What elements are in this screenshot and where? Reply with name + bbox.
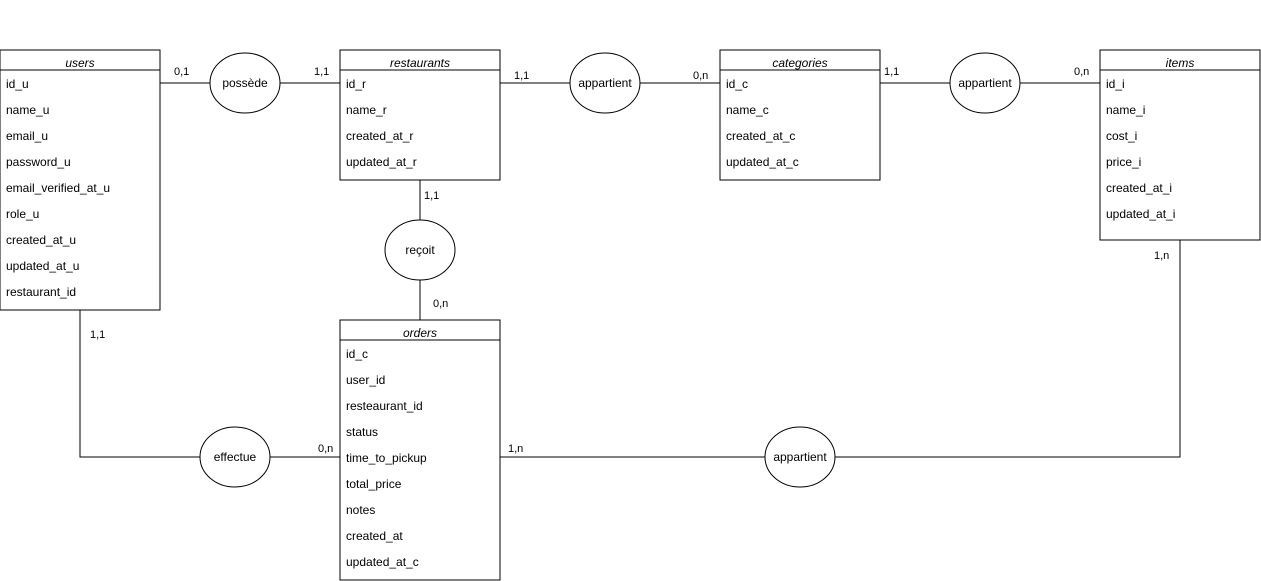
relationship-ellipse [949, 52, 1021, 114]
entity-attribute: email_u [6, 129, 48, 143]
entity-attribute: updated_at_c [346, 555, 419, 569]
entity-attribute: total_price [346, 477, 402, 491]
entity-attribute: updated_at_i [1106, 207, 1175, 221]
relationship-appartient-restaurants-categories: appartient [569, 52, 641, 114]
relationship-label: appartient [773, 450, 827, 464]
entity-attribute: price_i [1106, 155, 1141, 169]
entity-title: items [1166, 56, 1195, 70]
relationship-recoit: reçoit [384, 219, 456, 281]
entity-title: users [65, 56, 94, 70]
entity-attribute: name_i [1106, 103, 1145, 117]
relationship-appartient-categories-items: appartient [949, 52, 1021, 114]
card-restaurants-possede: 1,1 [314, 66, 329, 78]
entity-title: categories [772, 56, 827, 70]
card-orders-recoit: 0,n [433, 298, 448, 310]
entity-attribute: updated_at_r [346, 155, 417, 169]
entity-categories: categories id_c name_c created_at_c upda… [719, 49, 881, 181]
card-restaurants-recoit: 1,1 [424, 190, 439, 202]
card-orders-appartient: 1,n [508, 443, 523, 455]
entity-attribute: role_u [6, 207, 39, 221]
entity-attribute: id_r [346, 77, 366, 91]
entity-title: restaurants [390, 56, 450, 70]
entity-attribute: id_u [6, 77, 29, 91]
entity-attribute: time_to_pickup [346, 451, 427, 465]
relationship-label: effectue [214, 450, 257, 464]
entity-attribute: created_at_c [726, 129, 795, 143]
relationship-ellipse [569, 52, 641, 114]
entity-title: orders [403, 326, 437, 340]
relationship-appartient-orders-items: appartient [764, 426, 836, 488]
cardinalities: 0,1 1,1 1,1 0,n 1,1 0,n 1,1 0,n 1,1 0,n … [90, 66, 1169, 455]
entity-box [339, 319, 501, 581]
entity-box [339, 49, 501, 181]
entity-attribute: name_u [6, 103, 49, 117]
card-users-effectue: 1,1 [90, 329, 105, 341]
entity-attribute: email_verified_at_u [6, 181, 110, 195]
entity-attribute: created_at_r [346, 129, 413, 143]
relationship-label: reçoit [405, 243, 435, 257]
entity-attribute: created_at [346, 529, 403, 543]
relationship-ellipse [764, 426, 836, 488]
entity-attribute: created_at_i [1106, 181, 1172, 195]
card-categories-appartient-left: 0,n [693, 70, 708, 82]
relationship-label: appartient [578, 76, 632, 90]
entity-attribute: id_i [1106, 77, 1125, 91]
relationship-ellipse [199, 426, 271, 488]
entity-attribute: status [346, 425, 378, 439]
entity-attribute: cost_i [1106, 129, 1137, 143]
relationship-ellipse [209, 52, 281, 114]
entity-attribute: user_id [346, 373, 385, 387]
entity-attribute: id_c [726, 77, 748, 91]
entity-attribute: id_c [346, 347, 368, 361]
card-categories-appartient-right: 1,1 [884, 66, 899, 78]
entity-attribute: name_r [346, 103, 387, 117]
entity-orders: orders id_c user_id resteaurant_id statu… [339, 319, 501, 581]
card-restaurants-appartient: 1,1 [514, 70, 529, 82]
entity-box [1099, 49, 1261, 241]
entity-attribute: restaurant_id [6, 285, 76, 299]
entity-attribute: updated_at_u [6, 259, 79, 273]
entity-attribute: password_u [6, 155, 71, 169]
relationship-label: possède [222, 76, 268, 90]
entity-box [0, 49, 161, 311]
entity-attribute: resteaurant_id [346, 399, 423, 413]
relationship-label: appartient [958, 76, 1012, 90]
relationship-effectue: effectue [199, 426, 271, 488]
entity-items: items id_i name_i cost_i price_i created… [1099, 49, 1261, 241]
entity-restaurants: restaurants id_r name_r created_at_r upd… [339, 49, 501, 181]
edge-appartient-items-bottom [835, 240, 1181, 458]
card-users-possede: 0,1 [174, 66, 189, 78]
entity-attribute: notes [346, 503, 375, 517]
edges [79, 82, 1181, 458]
card-items-appartient: 0,n [1074, 66, 1089, 78]
relationship-possede: possède [209, 52, 281, 114]
edge-users-effectue [79, 310, 200, 458]
relationship-ellipse [384, 219, 456, 281]
entity-attribute: updated_at_c [726, 155, 799, 169]
entity-attribute: created_at_u [6, 233, 76, 247]
card-items-appartient-bottom: 1,n [1154, 250, 1169, 262]
entity-users: users id_u name_u email_u password_u ema… [0, 49, 161, 311]
card-orders-effectue: 0,n [318, 443, 333, 455]
entity-attribute: name_c [726, 103, 769, 117]
entity-box [719, 49, 881, 181]
